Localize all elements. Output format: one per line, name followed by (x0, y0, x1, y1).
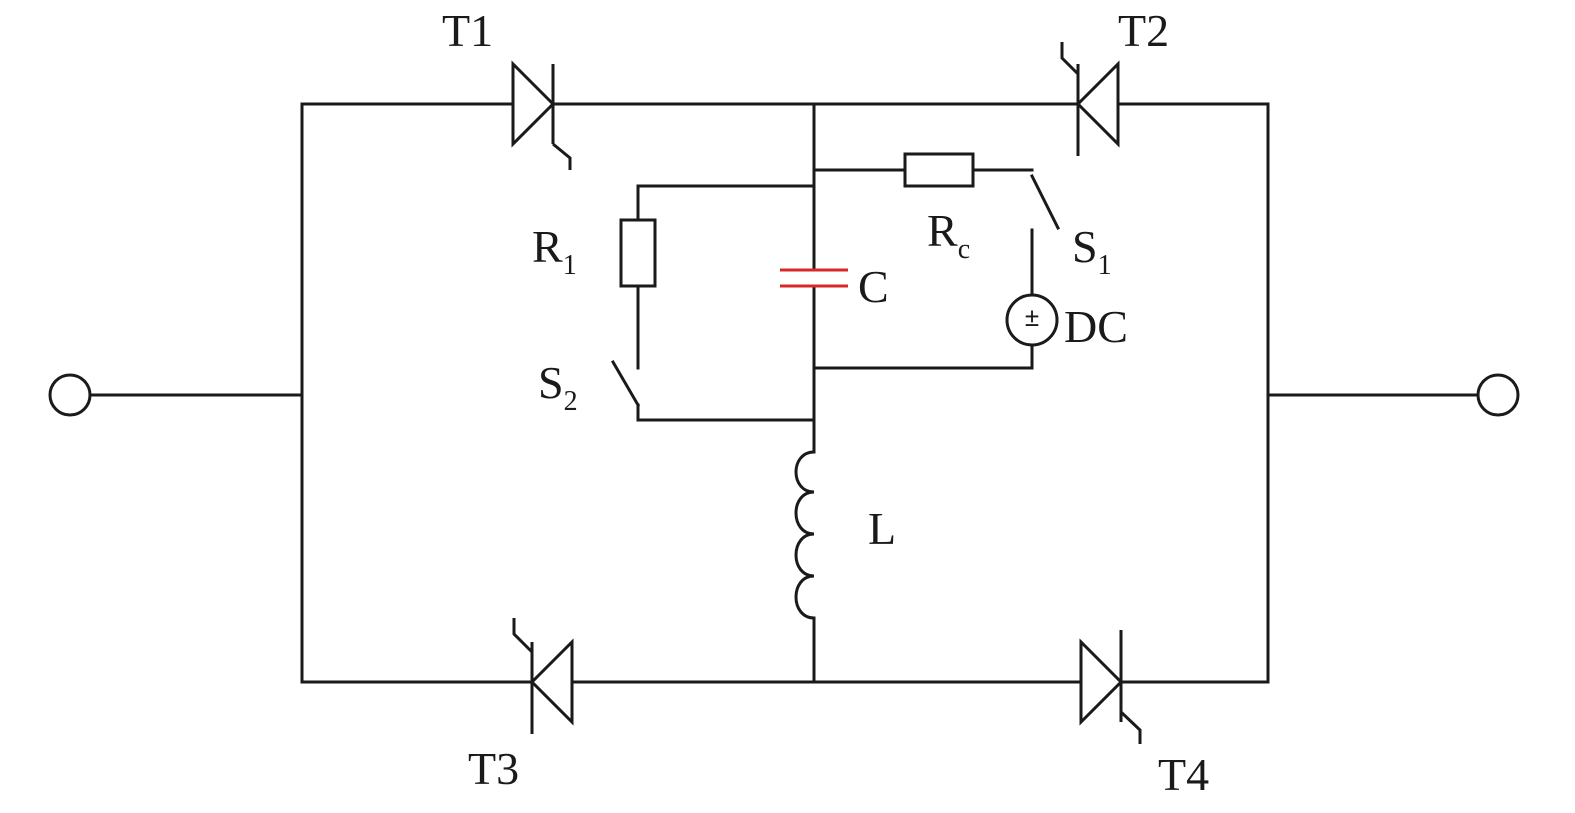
thyristor-t2[interactable] (1060, 42, 1120, 156)
label-dc: DC (1064, 301, 1128, 352)
label-s2-main: S (538, 357, 564, 408)
label-s1: S1 (1072, 221, 1112, 281)
switch-s1[interactable] (1029, 173, 1061, 231)
dc-source[interactable]: ± (1005, 293, 1059, 347)
label-t2: T2 (1118, 5, 1169, 56)
label-t4: T4 (1158, 749, 1209, 800)
label-l: L (868, 503, 896, 554)
label-s2-sub: 2 (564, 386, 578, 417)
capacitor-c[interactable] (780, 268, 848, 288)
switch-s2[interactable] (610, 359, 641, 408)
resistor-r1[interactable] (619, 218, 657, 288)
wiring (88, 102, 1480, 684)
label-s1-main: S (1072, 221, 1098, 272)
left-terminal[interactable] (48, 373, 92, 417)
thyristor-t4[interactable] (1079, 630, 1142, 744)
dc-sign: ± (1025, 302, 1039, 332)
inductor-l[interactable] (794, 450, 816, 620)
label-c: C (858, 261, 889, 312)
label-r1-main: R (532, 221, 563, 272)
label-rc-main: R (927, 205, 958, 256)
label-s2: S2 (538, 357, 578, 417)
label-rc: Rc (927, 205, 970, 265)
label-t1: T1 (442, 5, 493, 56)
thyristor-t1[interactable] (511, 60, 572, 170)
label-t3: T3 (468, 743, 519, 794)
label-rc-sub: c (958, 234, 970, 265)
label-r1-sub: 1 (563, 250, 577, 281)
resistor-rc[interactable] (903, 152, 975, 188)
label-s1-sub: 1 (1098, 250, 1112, 281)
label-r1: R1 (532, 221, 577, 281)
thyristor-t3[interactable] (512, 618, 574, 734)
right-terminal[interactable] (1476, 373, 1520, 417)
